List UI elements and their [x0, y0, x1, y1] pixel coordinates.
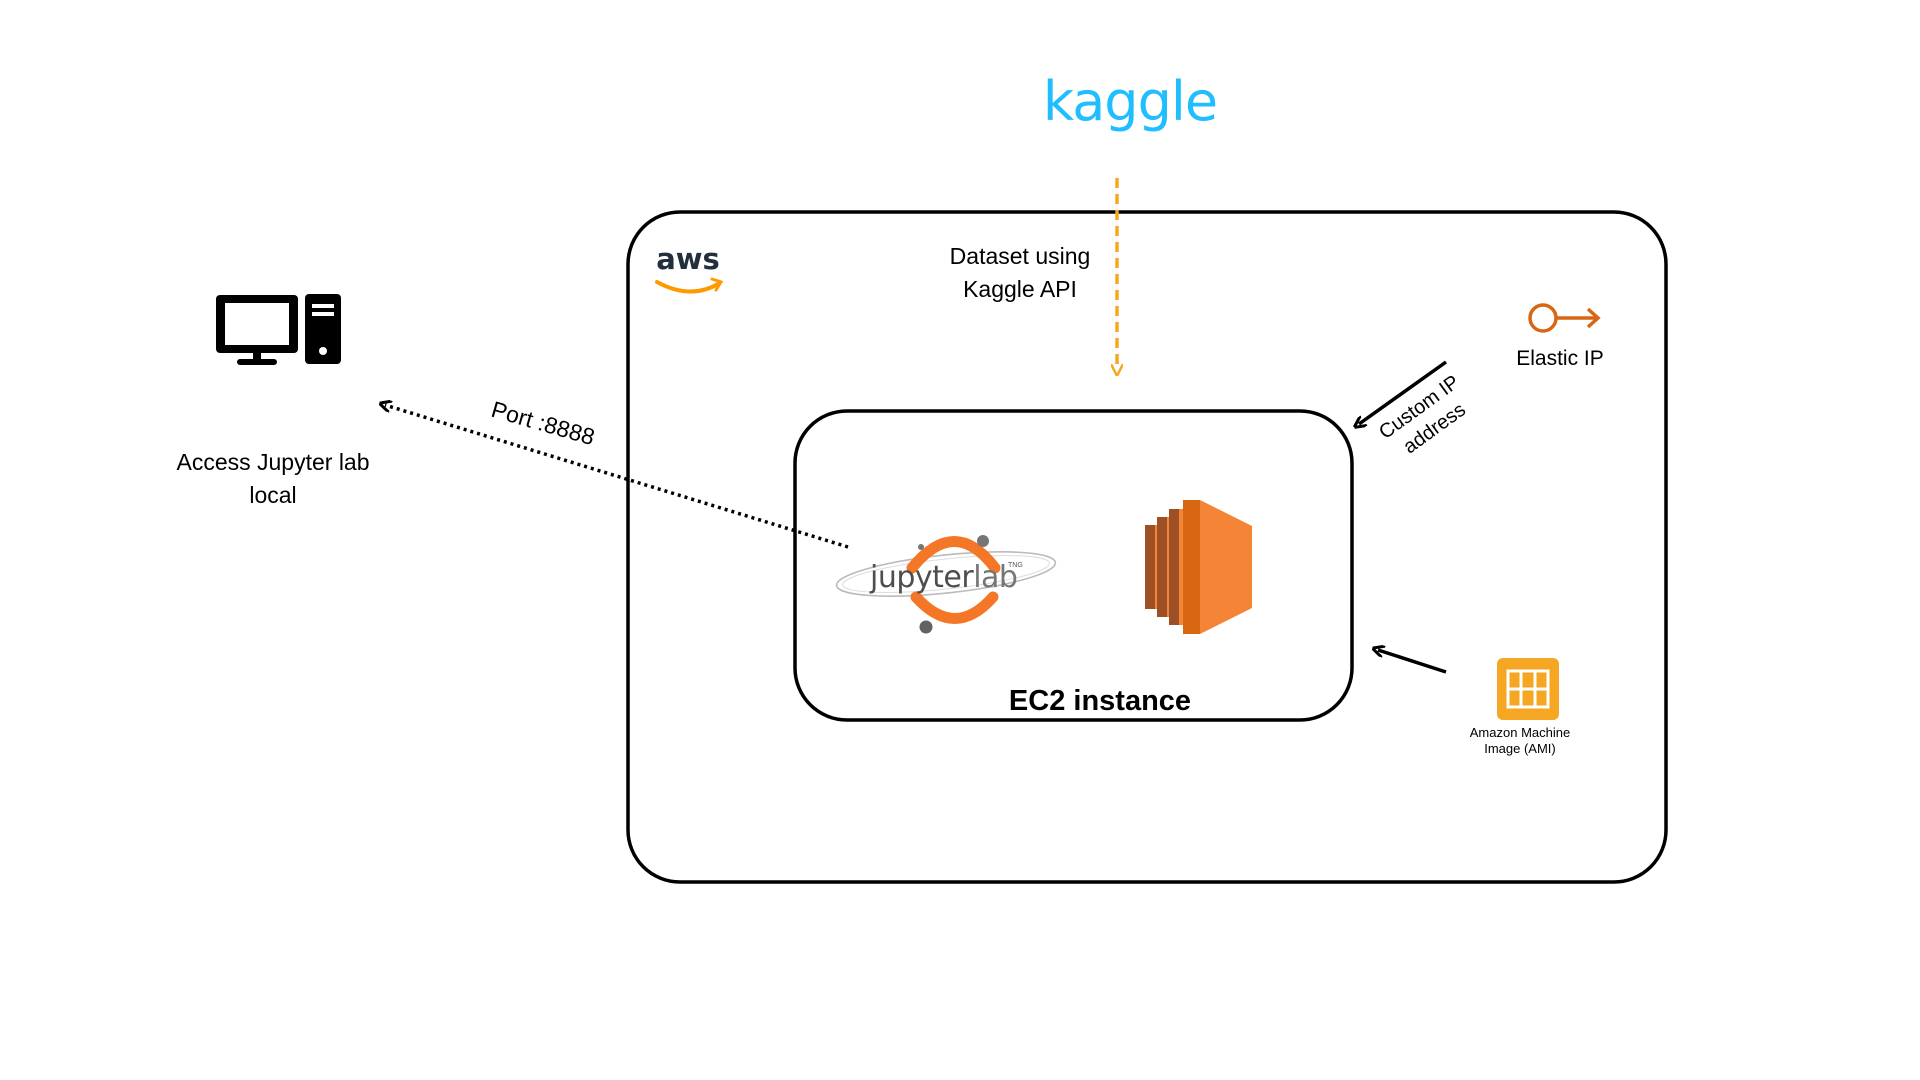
- ec2-instance-container: [793, 409, 1354, 722]
- ec2-instance-icon: [1145, 500, 1252, 634]
- jupyterlab-wordmark: jupyterlab: [870, 560, 1040, 595]
- lab-word: lab: [973, 560, 1018, 595]
- dataset-label-line2: Kaggle API: [963, 276, 1077, 302]
- access-label-line2: local: [249, 482, 297, 508]
- ami-grid-icon: [1497, 658, 1559, 720]
- ec2-instance-label: EC2 instance: [1008, 685, 1192, 717]
- dataset-label: Dataset using Kaggle API: [900, 240, 1140, 306]
- ami-label: Amazon Machine Image (AMI): [1440, 725, 1600, 757]
- aws-cloud-container: [626, 210, 1668, 884]
- access-jupyter-label: Access Jupyter lab local: [148, 446, 398, 512]
- jupyter-word: jupyter: [870, 560, 974, 595]
- ami-label-line2: Image (AMI): [1484, 741, 1556, 756]
- jupyter-tng-mark: TNG: [1008, 562, 1023, 569]
- elastic-ip-label: Elastic IP: [1516, 347, 1604, 370]
- ami-arrow: [1378, 650, 1447, 674]
- elastic-ip-arrow: [1359, 360, 1448, 424]
- kaggle-logo: kaggle: [1042, 70, 1218, 133]
- aws-logo: aws: [656, 242, 720, 276]
- elastic-ip-key-icon: [1528, 303, 1601, 333]
- jupyterlab-logo-icon: [835, 535, 1057, 634]
- access-label-line1: Access Jupyter lab: [176, 449, 370, 475]
- desktop-computer-icon: [216, 294, 341, 365]
- ami-label-line1: Amazon Machine: [1469, 725, 1571, 740]
- port-8888-arrow: [385, 405, 849, 549]
- aws-smile-icon: [655, 277, 724, 294]
- dataset-label-line1: Dataset using: [949, 243, 1091, 269]
